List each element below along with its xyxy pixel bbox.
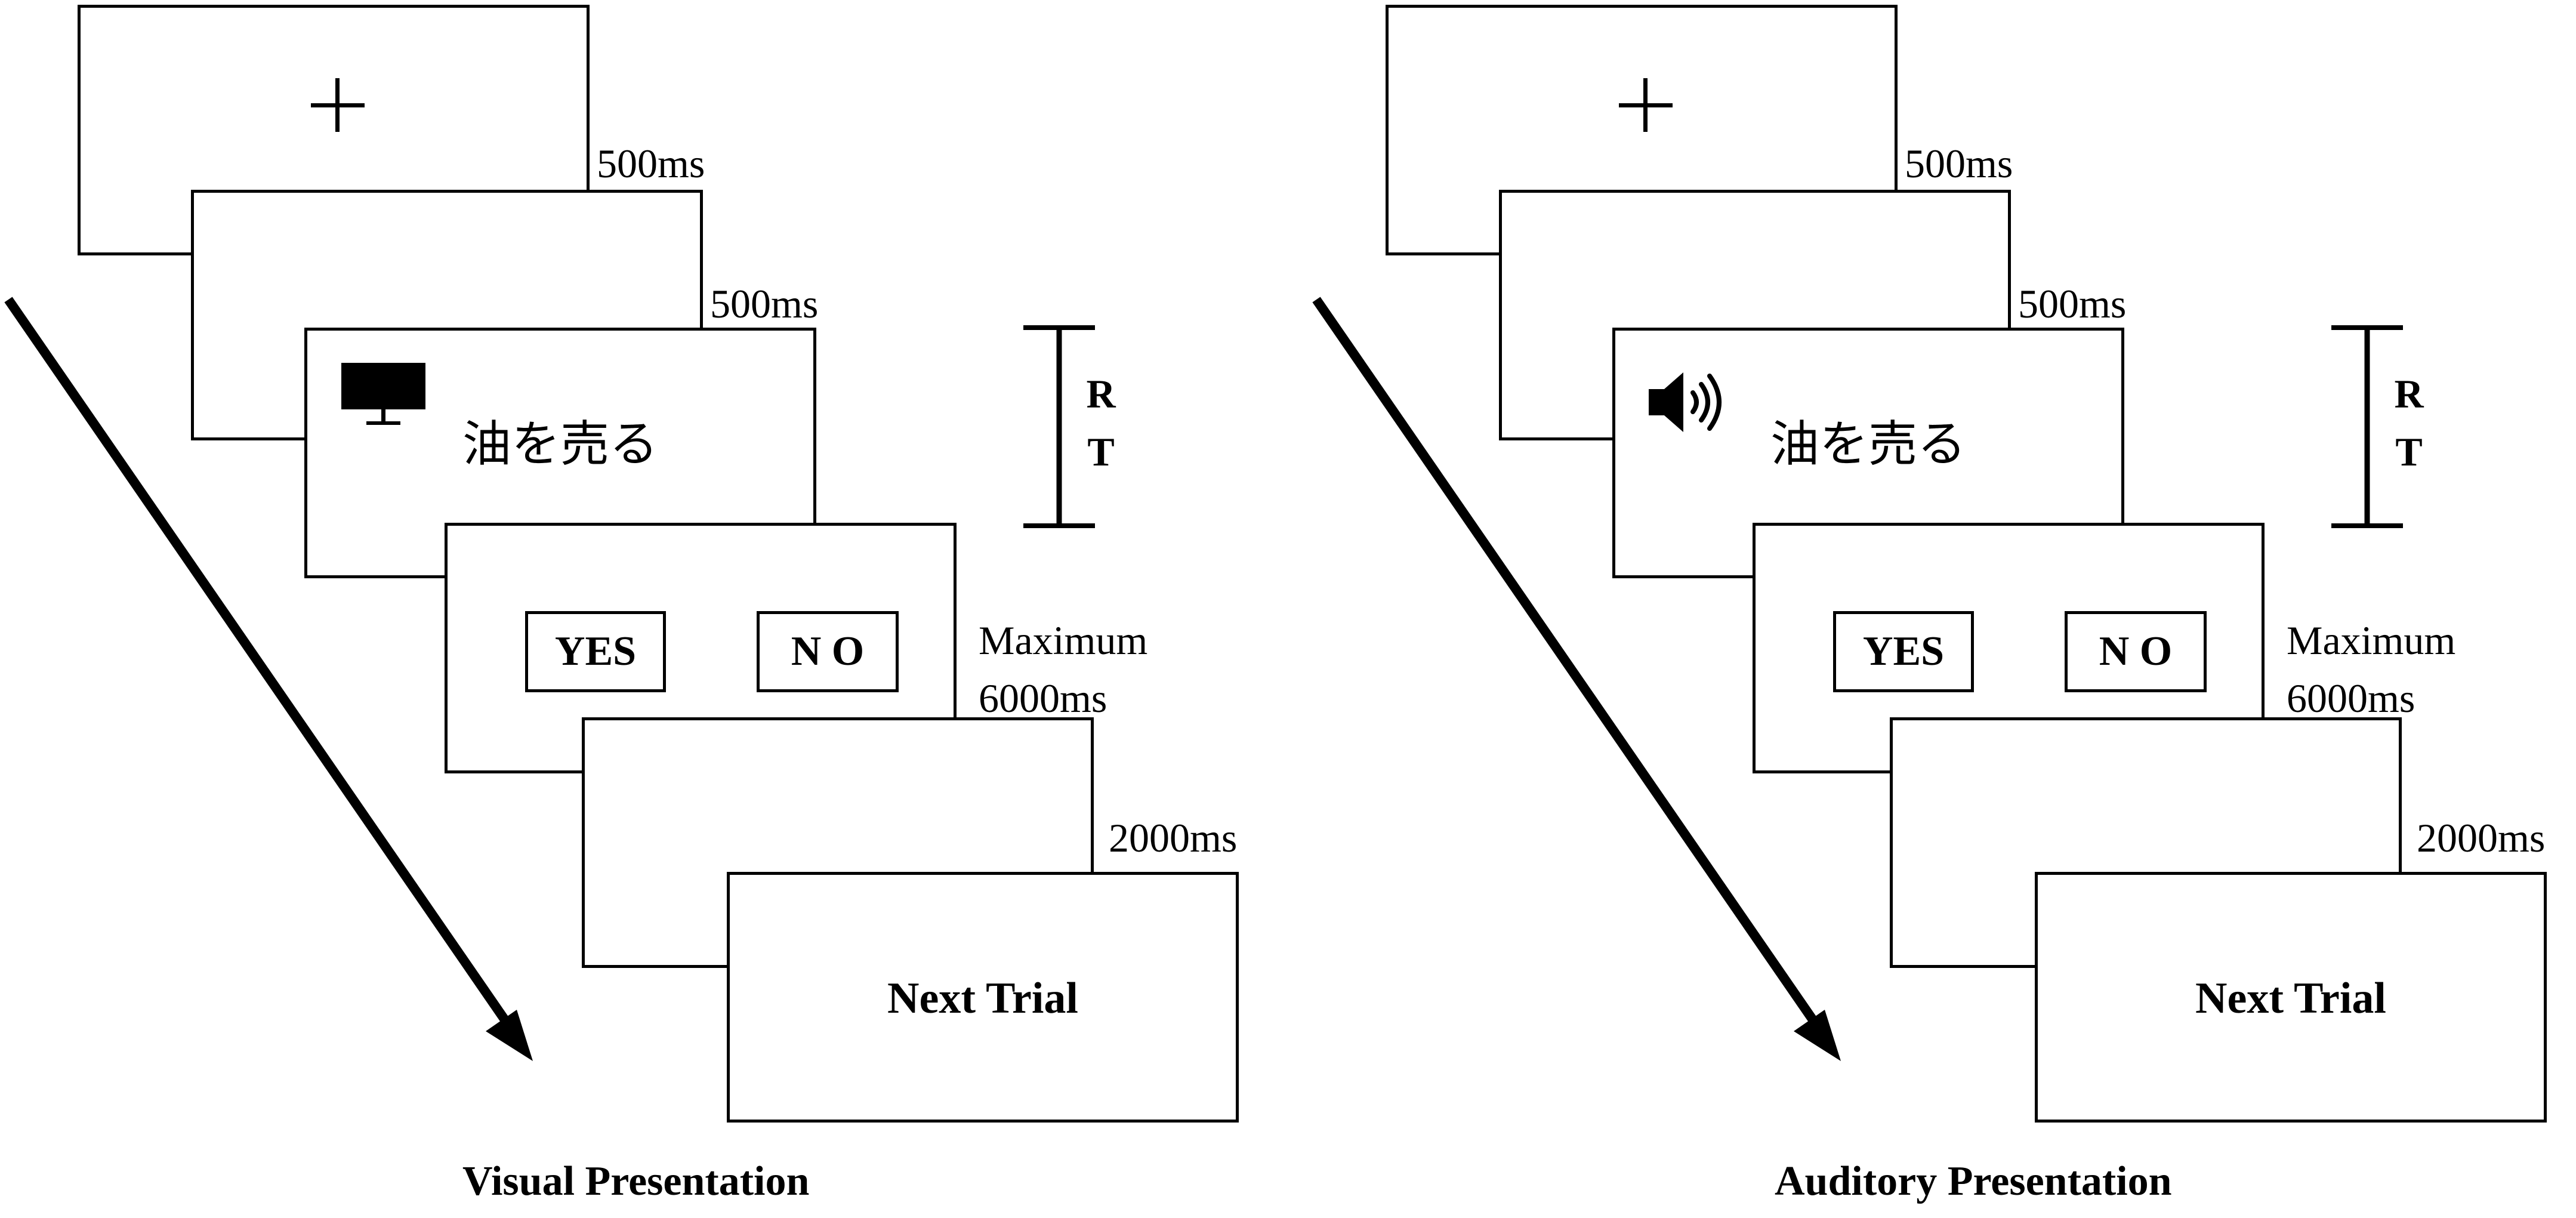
no-button[interactable]: N O (2065, 611, 2207, 692)
rt-label: R T (2391, 365, 2427, 481)
stimulus-text: 油を売る (462, 416, 658, 473)
yes-button[interactable]: YES (1833, 611, 1974, 692)
stimulus-text: 油を売る (1770, 416, 1966, 473)
next-trial-text: Next Trial (887, 974, 1078, 1023)
auditory-presentation-panel: 500ms 500ms 油を売る R T YES N O Maximum 600… (1308, 0, 2576, 1218)
fixation-duration: 500ms (1905, 141, 2013, 186)
fixation-cross (311, 78, 365, 132)
blank-duration: 500ms (2018, 281, 2127, 326)
speaker-icon (1649, 372, 1722, 432)
yes-button[interactable]: YES (525, 611, 666, 692)
response-duration-line1: Maximum (979, 618, 1148, 663)
blank-duration: 500ms (710, 281, 819, 326)
rt-label-r: R (2394, 371, 2424, 417)
feedback-duration: 2000ms (2417, 815, 2546, 861)
panel-caption: Visual Presentation (462, 1158, 810, 1204)
fixation-duration: 500ms (597, 141, 705, 186)
next-trial-text: Next Trial (2195, 974, 2386, 1023)
next-trial-screen: Next Trial (2035, 872, 2547, 1123)
response-duration: Maximum 6000ms (979, 612, 1147, 727)
feedback-duration: 2000ms (1109, 815, 1238, 861)
panel-caption: Auditory Presentation (1775, 1158, 2172, 1204)
monitor-icon (341, 363, 425, 425)
response-duration-line2: 6000ms (2287, 675, 2415, 721)
visual-presentation-panel: 500ms 500ms 油を売る R T YES N O Maximum 600… (4, 5, 1239, 1204)
response-duration-line1: Maximum (2287, 618, 2456, 663)
rt-label: R T (1083, 365, 1119, 481)
rt-label-r: R (1086, 371, 1116, 417)
rt-bracket (1023, 325, 1095, 528)
response-duration: Maximum 6000ms (2287, 612, 2455, 727)
rt-label-t: T (1087, 429, 1115, 474)
fixation-cross (1619, 78, 1673, 132)
response-duration-line2: 6000ms (979, 675, 1107, 721)
rt-label-t: T (2395, 429, 2423, 474)
no-button[interactable]: N O (757, 611, 899, 692)
rt-bracket (2331, 325, 2403, 528)
next-trial-screen: Next Trial (727, 872, 1239, 1123)
